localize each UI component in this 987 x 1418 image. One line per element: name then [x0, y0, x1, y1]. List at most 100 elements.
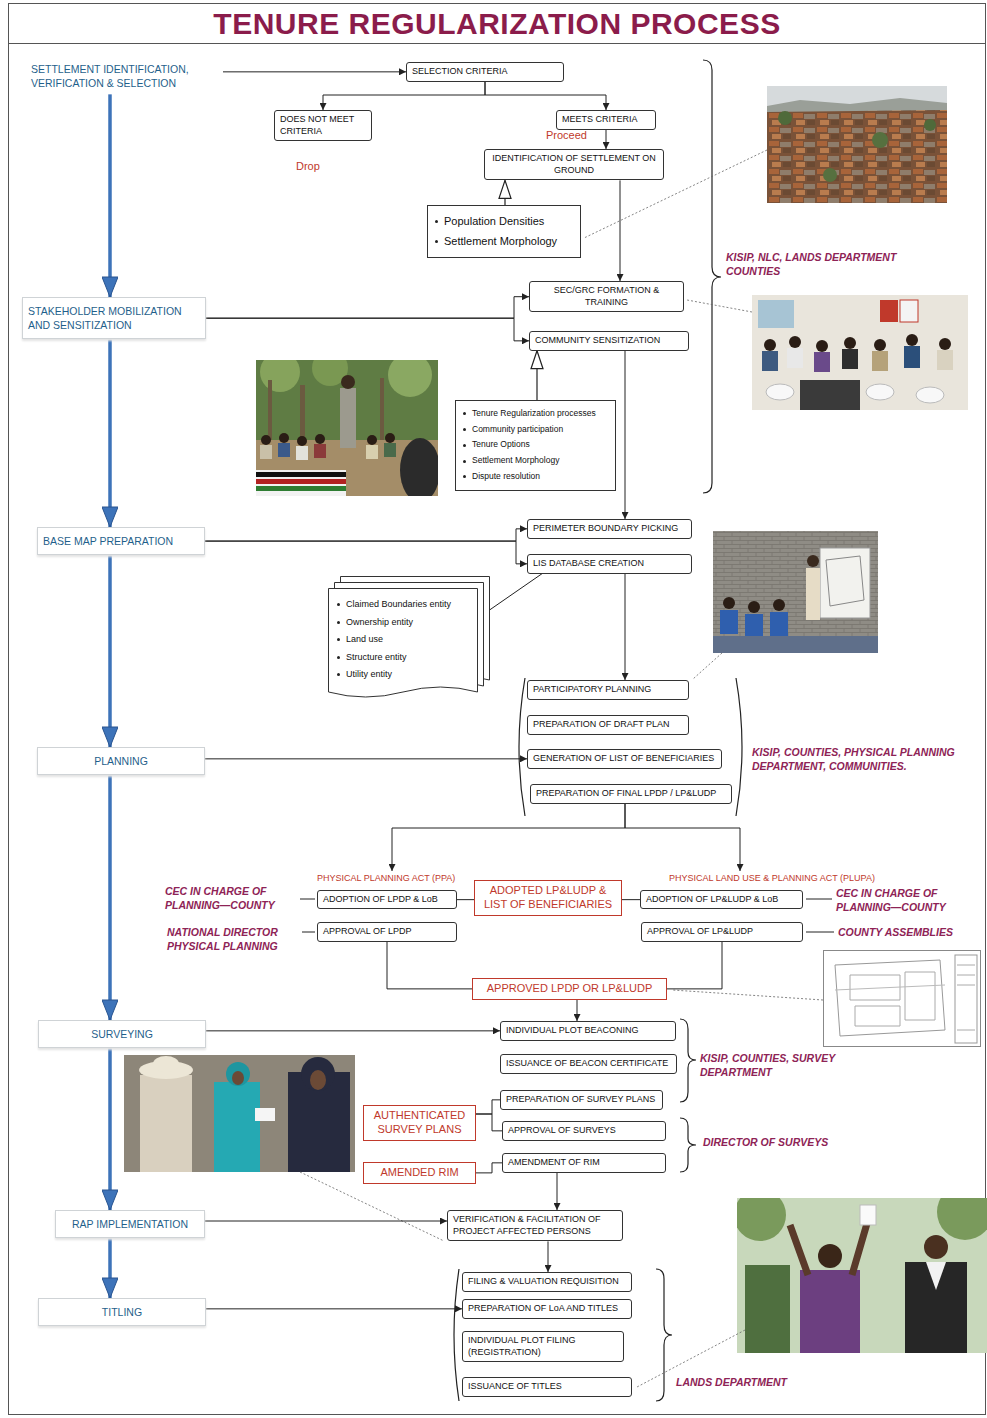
workshop-photo — [806, 568, 820, 620]
process-box: LIS DATABASE CREATION — [527, 554, 692, 574]
list-item: Settlement Morphology — [460, 453, 609, 469]
flow-arrow — [206, 1308, 462, 1309]
flow-arrow — [205, 1221, 447, 1222]
meeting-photo — [800, 380, 860, 410]
box-text: PREPARATION OF LoA AND TITLES — [468, 1303, 626, 1315]
meeting-photo — [752, 295, 968, 410]
stage-box: RAP IMPLEMENTATION — [55, 1210, 205, 1238]
stage-arrow — [108, 775, 112, 1020]
title-photo — [924, 1235, 948, 1259]
workshop-photo — [770, 612, 788, 636]
title-photo — [937, 1198, 987, 1240]
process-box: DOES NOT MEET CRITERIA — [274, 110, 372, 141]
flow-arrow — [667, 942, 722, 989]
box-text: VERIFICATION & FACILITATION OF PROJECT A… — [453, 1214, 617, 1237]
plan-drawing — [835, 960, 945, 1036]
title-photo — [818, 1244, 842, 1268]
beacon-photo — [301, 1057, 335, 1091]
meeting-photo — [384, 443, 396, 457]
meeting-photo — [268, 380, 272, 440]
flow-arrow — [625, 804, 740, 871]
meeting-photo — [256, 472, 346, 477]
stage-arrow — [108, 339, 112, 527]
agency-label: DIRECTOR OF SURVEYS — [703, 1136, 873, 1150]
status-label: Drop — [296, 160, 320, 172]
stage-box: SETTLEMENT IDENTIFICATION, VERIFICATION … — [28, 58, 223, 94]
process-box: ISSUANCE OF BEACON CERTIFICATE — [500, 1054, 677, 1074]
flow-arrow — [606, 130, 607, 149]
meeting-photo — [279, 433, 289, 443]
meeting-photo — [385, 433, 395, 443]
box-text: SETTLEMENT IDENTIFICATION, VERIFICATION … — [31, 62, 220, 90]
beacon-photo — [124, 1055, 355, 1172]
leader-line — [300, 150, 823, 1387]
flow-arrow — [622, 899, 640, 900]
meeting-photo — [256, 360, 438, 496]
agency-label: CEC IN CHARGE OF PLANNING—COUNTY — [836, 887, 976, 914]
process-box: PREPARATION OF LoA AND TITLES — [462, 1299, 632, 1319]
meeting-photo — [866, 384, 894, 400]
bracket — [454, 1269, 459, 1401]
workshop-photo — [820, 548, 870, 618]
box-text: ISSUANCE OF TITLES — [468, 1381, 626, 1393]
meeting-photo — [314, 444, 326, 458]
beacon-photo — [226, 1062, 250, 1086]
meeting-photo — [758, 300, 794, 328]
process-box: PERIMETER BOUNDARY PICKING — [527, 519, 692, 539]
meeting-photo — [872, 351, 888, 371]
list-item: Tenure Regularization processes — [460, 406, 609, 422]
title-photo — [790, 1220, 868, 1275]
beacon-photo — [153, 1056, 179, 1072]
beacon-photo — [255, 1108, 275, 1121]
meeting-photo — [278, 443, 290, 457]
meeting-photo — [789, 336, 801, 348]
leader-line — [672, 990, 823, 1000]
flow-arrow — [625, 351, 626, 519]
agency-label: KISIP, NLC, LANDS DEPARTMENT COUNTIES — [726, 251, 941, 278]
flow-arrow — [206, 1030, 500, 1031]
meeting-photo — [752, 295, 968, 410]
box-text: PERIMETER BOUNDARY PICKING — [533, 523, 686, 535]
settlement-photo — [767, 86, 947, 203]
box-text: PLANNING — [43, 754, 199, 768]
title-photo — [905, 1262, 967, 1353]
bracket — [519, 678, 525, 816]
process-box: PARTICIPATORY PLANNING — [527, 680, 689, 700]
settlement-photo — [823, 168, 837, 182]
settlement-photo — [767, 98, 947, 112]
process-box: APPROVAL OF SURVEYS — [502, 1121, 666, 1141]
process-box: COMMUNITY SENSITIZATION — [529, 331, 689, 351]
stage-box: TITLING — [38, 1298, 206, 1326]
workshop-photo — [723, 597, 735, 609]
flow-arrow — [485, 82, 606, 110]
process-box: APPROVAL OF LPDP — [317, 922, 457, 942]
settlement-photo — [872, 132, 888, 148]
flow-arrow — [557, 1173, 558, 1210]
flow-arrow — [205, 541, 527, 564]
process-box: IDENTIFICATION OF SETTLEMENT ON GROUND — [484, 149, 664, 180]
output-box: AMENDED RIM — [363, 1162, 476, 1184]
box-text: COMMUNITY SENSITIZATION — [535, 335, 683, 347]
list-item: Land use — [334, 631, 472, 649]
output-box: AUTHENTICATED SURVEY PLANS — [363, 1105, 476, 1141]
flow-arrow — [577, 1000, 578, 1021]
meeting-photo — [764, 339, 776, 351]
meeting-photo — [916, 387, 944, 403]
list-item: Ownership entity — [334, 614, 472, 632]
meeting-photo — [260, 360, 300, 392]
plan-drawing — [835, 985, 945, 990]
box-text: APPROVAL OF LP&LUDP — [647, 926, 797, 938]
meeting-photo — [367, 435, 377, 445]
output-box: ADOPTED LP&LUDP & LIST OF BENEFICIARIES — [474, 880, 622, 916]
process-box: APPROVAL OF LP&LUDP — [641, 922, 803, 942]
process-box: ISSUANCE OF TITLES — [462, 1377, 632, 1397]
agency-label: KISIP, COUNTIES, PHYSICAL PLANNING DEPAR… — [752, 746, 957, 773]
box-text: PREPARATION OF DRAFT PLAN — [533, 719, 683, 731]
box-text: SEC/GRC FORMATION & TRAINING — [535, 285, 678, 308]
box-text: TITLING — [44, 1305, 200, 1319]
meeting-photo — [904, 346, 920, 368]
box-text: LIS DATABASE CREATION — [533, 558, 686, 570]
meeting-photo — [816, 340, 828, 352]
flow-arrow — [476, 1114, 502, 1131]
box-text: INDIVIDUAL PLOT BEACONING — [506, 1025, 670, 1037]
